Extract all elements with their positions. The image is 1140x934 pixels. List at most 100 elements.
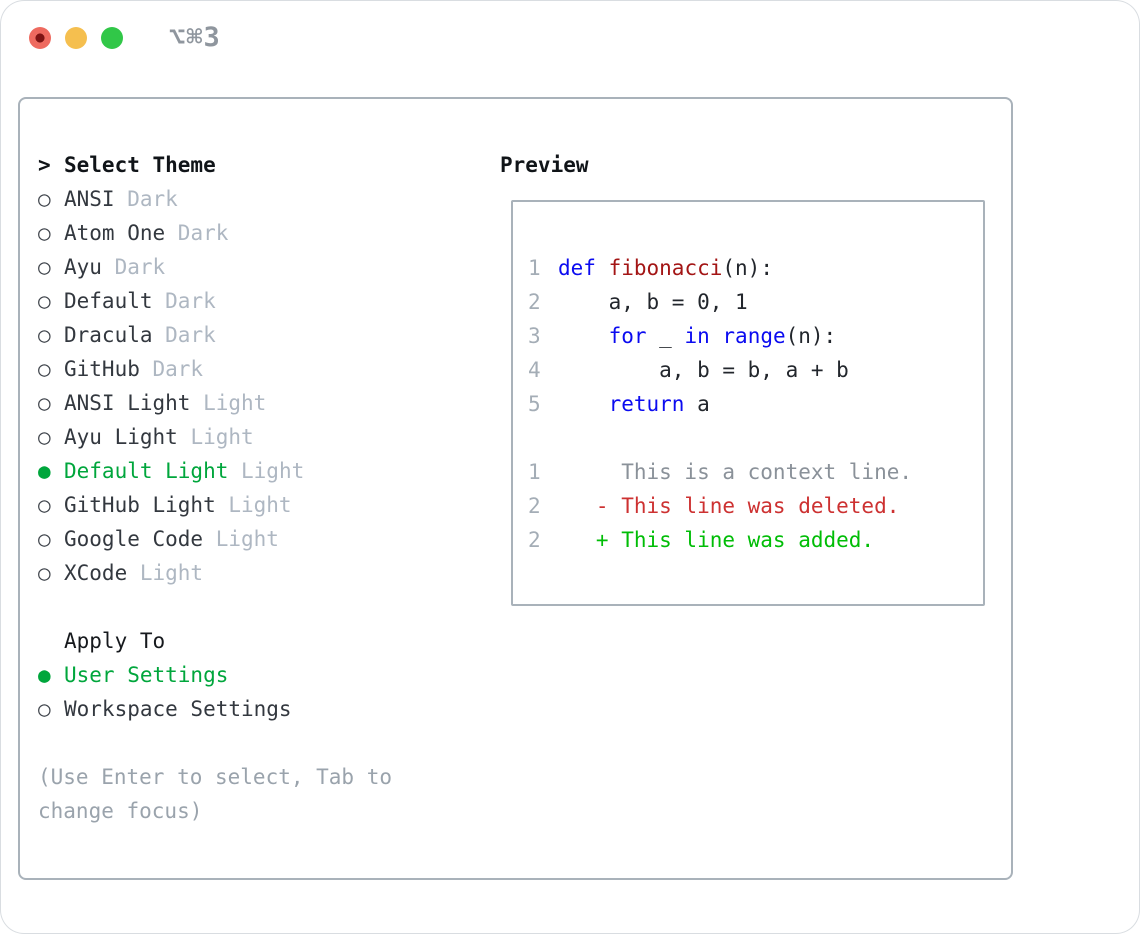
code-token	[710, 324, 723, 348]
theme-option-ayu[interactable]: ○ Ayu Dark	[38, 250, 392, 284]
radio-unselected-icon: ○	[38, 221, 51, 245]
radio-unselected-icon: ○	[38, 255, 51, 279]
code-token: in	[684, 324, 710, 348]
theme-name: Ayu	[64, 255, 102, 279]
theme-variant: Dark	[101, 255, 166, 279]
select-theme-header: > Select Theme	[38, 148, 392, 182]
theme-name: Default Light	[64, 459, 229, 483]
code-token	[558, 392, 609, 416]
theme-option-github-light[interactable]: ○ GitHub Light Light	[38, 488, 392, 522]
code-token: range	[722, 324, 786, 348]
theme-option-default-light[interactable]: ●Default Light Light	[38, 454, 392, 488]
diff-text: - This line was deleted.	[558, 494, 900, 518]
apply-option-label: User Settings	[64, 663, 229, 687]
zoom-button[interactable]	[101, 27, 123, 49]
radio-unselected-icon: ○	[38, 425, 51, 449]
theme-name: XCode	[64, 561, 128, 585]
code-line: 3 for _ in range(n):	[528, 319, 912, 353]
radio-unselected-icon: ○	[38, 561, 51, 585]
theme-variant: Dark	[165, 221, 229, 245]
theme-name: Atom One	[64, 221, 166, 245]
theme-variant: Light	[228, 459, 305, 483]
theme-variant: Light	[177, 425, 254, 449]
radio-unselected-icon: ○	[38, 187, 51, 211]
theme-variant: Dark	[114, 187, 178, 211]
close-button[interactable]	[29, 27, 51, 49]
minimize-button[interactable]	[65, 27, 87, 49]
apply-option-workspace-settings[interactable]: ○Workspace Settings	[38, 692, 392, 726]
theme-name: Default	[64, 289, 153, 313]
theme-variant: Dark	[152, 323, 216, 347]
window-title: ⌥⌘3	[169, 22, 221, 53]
theme-name: ANSI	[64, 187, 115, 211]
code-token: return	[608, 392, 685, 416]
line-number: 3	[528, 324, 541, 348]
code-token: (n):	[785, 324, 837, 348]
code-token: _	[646, 324, 685, 348]
line-number: 2	[528, 528, 541, 552]
apply-to-list: ● User Settings ○Workspace Settings	[38, 658, 392, 726]
apply-to-header: Apply To	[38, 624, 392, 658]
radio-unselected-icon: ○	[38, 357, 51, 381]
diff-line-added: 2 + This line was added.	[528, 523, 912, 557]
line-number: 4	[528, 358, 541, 382]
code-line: 5 return a	[528, 387, 912, 421]
select-theme-title: Select Theme	[64, 153, 216, 177]
code-token: def	[558, 256, 596, 280]
theme-name: GitHub	[64, 357, 140, 381]
theme-name: ANSI Light	[64, 391, 191, 415]
theme-option-dracula[interactable]: ○ Dracula Dark	[38, 318, 392, 352]
prompt-icon: >	[38, 153, 51, 177]
code-line: 2 a, b = 0, 1	[528, 285, 912, 319]
code-token: a, b = 0, 1	[558, 290, 748, 314]
diff-line-context: 1 This is a context line.	[528, 455, 912, 489]
spacer	[38, 726, 392, 760]
theme-variant: Dark	[152, 289, 216, 313]
code-token: fibonacci	[608, 256, 723, 280]
spacer	[528, 421, 912, 455]
theme-variant: Light	[215, 493, 292, 517]
radio-unselected-icon: ○	[38, 527, 51, 551]
help-text-line-1: (Use Enter to select, Tab to	[38, 765, 393, 789]
line-number: 1	[528, 460, 541, 484]
code-token: a	[684, 392, 710, 416]
spacer	[38, 590, 392, 624]
line-number: 5	[528, 392, 541, 416]
theme-option-atom-one[interactable]: ○ Atom One Dark	[38, 216, 392, 250]
theme-option-ayu-light[interactable]: ○ Ayu Light Light	[38, 420, 392, 454]
code-token: a, b = b, a + b	[558, 358, 849, 382]
theme-variant: Light	[203, 527, 279, 551]
theme-option-xcode[interactable]: ○ XCode Light	[38, 556, 392, 590]
code-token: for	[608, 324, 647, 348]
diff-line-deleted: 2 - This line was deleted.	[528, 489, 912, 523]
theme-name: Google Code	[64, 527, 204, 551]
preview-header: Preview	[500, 153, 589, 177]
diff-text: + This line was added.	[558, 528, 875, 552]
theme-option-ansi[interactable]: ○ ANSI Dark	[38, 182, 392, 216]
radio-unselected-icon: ○	[38, 323, 51, 347]
line-number: 1	[528, 256, 541, 280]
left-column: >Select Theme ○ANSI Dark○Atom One Dark○A…	[38, 148, 392, 828]
theme-selector-panel: >Select Theme ○ANSI Dark○Atom One Dark○A…	[18, 97, 1013, 880]
apply-option-user-settings[interactable]: ● User Settings	[38, 658, 392, 692]
theme-name: GitHub Light	[64, 493, 216, 517]
theme-variant: Light	[127, 561, 204, 585]
radio-selected-icon: ●	[38, 663, 51, 687]
help-text-line-2: change focus)	[38, 799, 203, 823]
theme-name: Dracula	[64, 323, 153, 347]
theme-option-github[interactable]: ○GitHub Dark	[38, 352, 392, 386]
titlebar: ⌥⌘3	[0, 0, 1140, 76]
theme-option-google-code[interactable]: ○ Google Code Light	[38, 522, 392, 556]
line-number: 2	[528, 290, 541, 314]
radio-unselected-icon: ○	[38, 493, 51, 517]
theme-option-ansi-light[interactable]: ○ANSI Light Light	[38, 386, 392, 420]
apply-to-title: Apply To	[64, 629, 166, 653]
theme-name: Ayu Light	[64, 425, 178, 449]
theme-option-default[interactable]: ○ Default Dark	[38, 284, 392, 318]
radio-unselected-icon: ○	[38, 697, 51, 721]
radio-unselected-icon: ○	[38, 289, 51, 313]
diff-text: This is a context line.	[558, 460, 913, 484]
